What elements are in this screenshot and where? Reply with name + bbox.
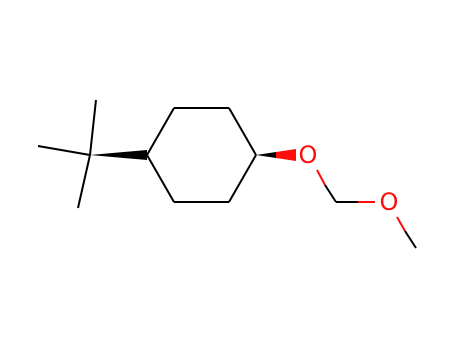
ring-bond-6 (146, 154, 175, 203)
bond-o-ch3-red (396, 216, 406, 232)
atom-oxygen-methoxy: O (380, 188, 399, 216)
wedge-bond-tbu (90, 150, 147, 160)
bond-tbu-methyl-top (89, 99, 97, 156)
bond-tbu-methyl-bottom (77, 154, 91, 209)
bond-o-ch3-black (404, 230, 417, 249)
atom-oxygen-ether: O (299, 141, 318, 169)
wedge-bond-oxygen-red-half (276, 149, 296, 161)
ring-bond-1 (146, 107, 175, 156)
wedge-bond-oxygen-carbon-half (256, 152, 276, 158)
bond-o-ch2-black (324, 184, 337, 203)
ring-bond-4 (228, 154, 257, 203)
ring-bond-3 (228, 107, 257, 156)
bond-tbu-methyl-left (37, 145, 91, 156)
bond-o-ch2-red (316, 169, 326, 186)
